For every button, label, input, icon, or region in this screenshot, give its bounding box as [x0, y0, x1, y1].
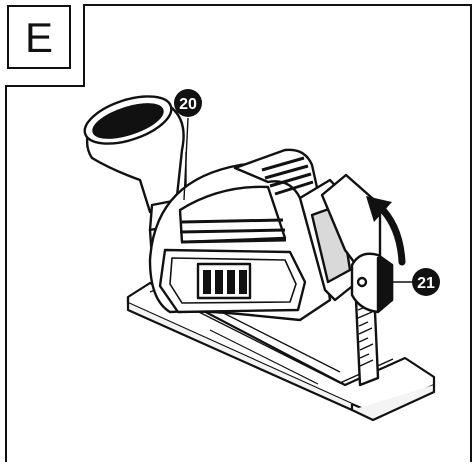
- panel-letter: E: [25, 14, 53, 61]
- callout-20-number: 20: [179, 96, 197, 113]
- panel-frame: [5, 4, 472, 462]
- cutting-guard-housing: [148, 148, 362, 322]
- locking-lever: [350, 252, 394, 314]
- panel-letter-box: [7, 5, 71, 69]
- callout-20-leader: [183, 117, 189, 201]
- callout-20: 20: [174, 89, 202, 117]
- rotation-arrow: [366, 196, 406, 266]
- callout-21: 21: [412, 268, 440, 296]
- depth-adjustment-arm: [320, 173, 382, 387]
- callout-21-number: 21: [417, 275, 435, 292]
